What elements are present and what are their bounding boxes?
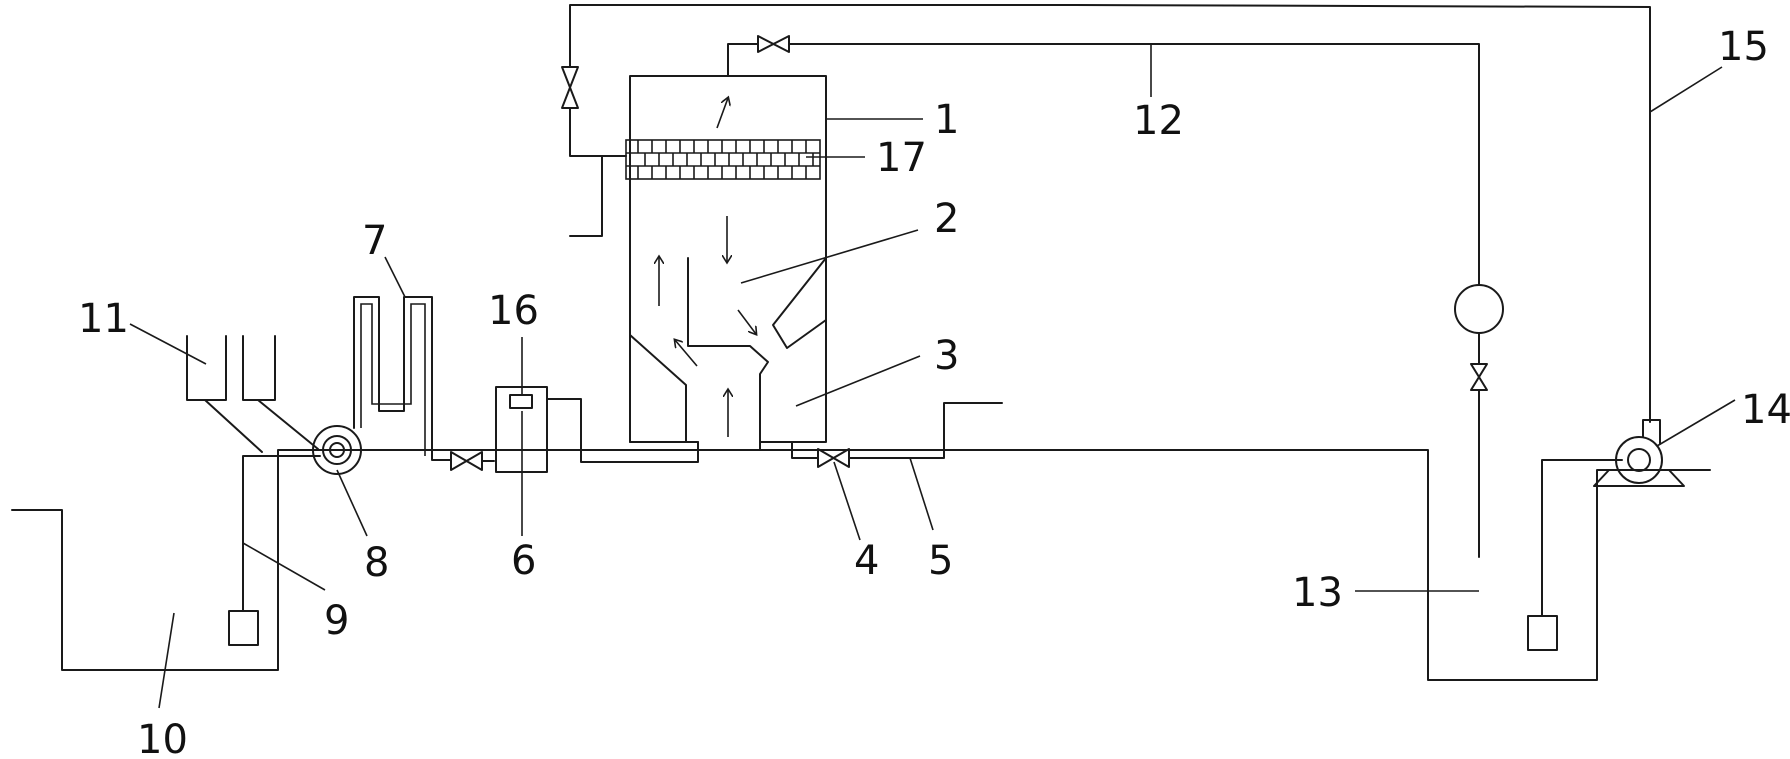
leader-8: [336, 469, 368, 537]
centrifugal-pump-14-outer: [1615, 436, 1663, 484]
packing-grid: [626, 140, 820, 179]
reagent-feed-line-a: [204, 399, 263, 453]
suction-pipe-9: [242, 455, 321, 612]
gas-line-12: [788, 43, 1480, 286]
label-17: 17: [876, 135, 927, 181]
label-3: 3: [934, 333, 959, 379]
reactor-1-shell: [629, 75, 827, 443]
reactor-baffle-right: [772, 257, 827, 349]
label-13: 13: [1292, 570, 1343, 616]
mixing-pump-8-core: [329, 442, 345, 458]
label-6: 6: [511, 538, 536, 584]
label-2: 2: [934, 196, 959, 242]
dosing-outlet-line: [546, 398, 699, 463]
reagent-feed-line-b: [257, 399, 319, 450]
leader-14: [1656, 399, 1736, 447]
centrifugal-pump-14-inner: [1627, 448, 1651, 472]
label-7: 7: [362, 218, 387, 264]
gas-valve-lower: [1470, 363, 1488, 391]
spray-feed-line: [569, 107, 603, 237]
flow-arrow-diag-right: [737, 309, 756, 334]
reactor-inlet-left: [629, 334, 699, 451]
mixing-pump-8-inner: [322, 435, 352, 465]
indicator-16: [509, 394, 533, 409]
submersible-pump-left: [228, 610, 259, 646]
label-15: 15: [1718, 24, 1769, 70]
label-9: 9: [324, 598, 349, 644]
reactor-outlet-line: [791, 441, 819, 459]
label-10: 10: [137, 717, 188, 759]
discharge-pipe-5: [848, 402, 1003, 459]
flow-arrow-diag-left: [675, 340, 698, 367]
mixer-outlet-line: [431, 455, 452, 461]
leader-5: [909, 457, 934, 531]
gas-flow-meter: [1454, 284, 1504, 334]
leader-10: [158, 612, 175, 709]
label-8: 8: [364, 540, 389, 586]
pump-14-base: [1593, 469, 1685, 487]
leader-2: [740, 229, 919, 284]
serpentine-mixer-7-inner: [360, 303, 426, 456]
label-5: 5: [928, 538, 953, 584]
leader-4: [833, 461, 861, 541]
mixing-pump-8-outer: [312, 425, 362, 475]
valve-mixer-outlet: [450, 451, 483, 471]
reactor-inlet-right: [687, 257, 769, 451]
right-suction-pipe: [1541, 459, 1623, 617]
recirculation-line-15: [569, 4, 1651, 423]
reagent-tank-a: [186, 335, 227, 401]
label-12: 12: [1133, 98, 1184, 144]
label-11: 11: [78, 296, 129, 342]
reagent-tank-b: [242, 335, 276, 401]
left-pit-outline: [11, 449, 1711, 681]
packing-layer-17: [625, 139, 821, 180]
leader-11: [129, 323, 207, 365]
flow-arrow-up-top: [716, 98, 728, 129]
recirculation-valve: [561, 66, 579, 109]
outlet-valve-4: [817, 448, 850, 468]
reactor-top-outlet: [727, 43, 759, 77]
leader-9: [242, 542, 326, 591]
label-14: 14: [1741, 387, 1790, 433]
serpentine-mixer-7-outer: [353, 296, 433, 457]
label-1: 1: [934, 97, 959, 143]
gas-valve-top: [757, 35, 790, 53]
leader-7: [384, 256, 406, 298]
leader-15: [1649, 66, 1723, 113]
submersible-pump-right: [1527, 615, 1558, 651]
label-16: 16: [488, 288, 539, 334]
leader-3: [795, 355, 921, 407]
label-4: 4: [854, 538, 879, 584]
pump-14-discharge: [1642, 419, 1661, 445]
